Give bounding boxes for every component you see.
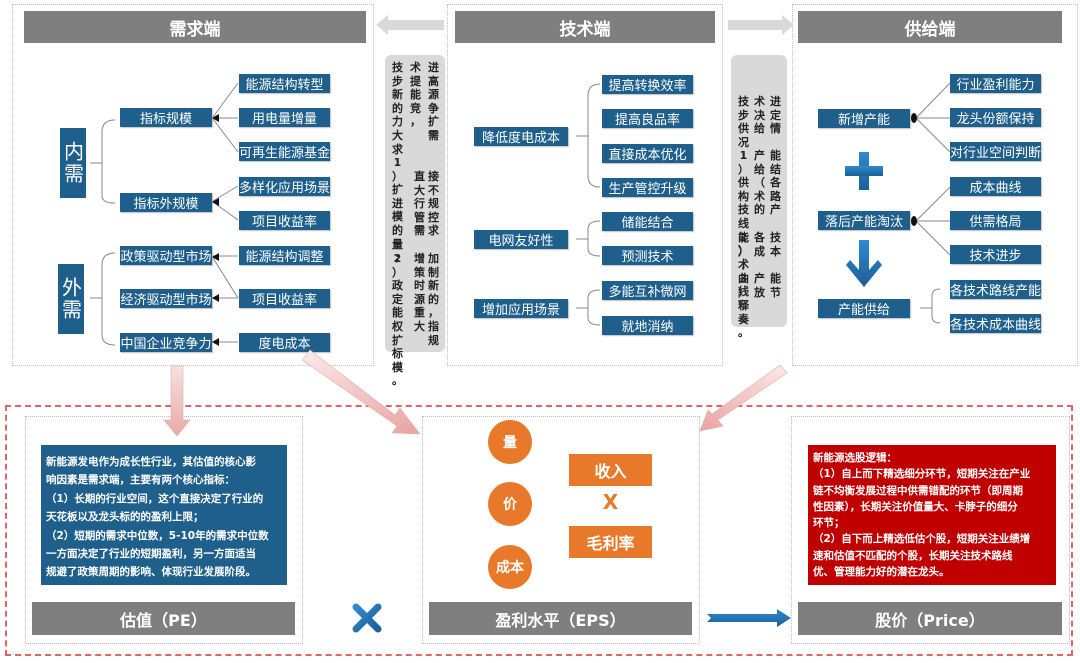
note-column: 术提能竞， [410, 61, 421, 129]
item-yield-rate: 提高良品率 [602, 109, 693, 128]
valuation-line: 新能源发电作为成长性行业，其估值的核心影 [46, 456, 256, 468]
multiply-icon [352, 603, 382, 633]
price-line: 新能源选股逻辑： [813, 452, 897, 464]
node-capacity-supply: 产能供给 [818, 299, 910, 318]
revenue-box: 收入 [569, 454, 652, 486]
bottom-dashed-frame [5, 405, 1073, 656]
arrow-supply-to-eps-icon [699, 364, 788, 432]
tech-to-supply-note: 进定情术决给技步供况: 能结各路产产给（术的 1）供构技线能）; 技本各成 2）术曲线;… [731, 55, 787, 339]
valuation-line: 一方面决定了行业的短期盈利，另一方面适当 [46, 548, 256, 561]
factor-lcoe: 度电成本 [239, 333, 330, 352]
note-column: 术决给 [754, 95, 765, 136]
factor-tech-progress: 技术进步 [950, 245, 1041, 264]
factor-project-return: 项目收益率 [239, 211, 330, 230]
valuation-description: 新能源发电作为成长性行业，其估值的核心影 响因素是需求端，主要有两个核心指标： … [41, 445, 287, 585]
price-footer: 股价（Price） [798, 602, 1062, 635]
arrow-right-blue-icon [707, 609, 791, 627]
factor-route-cost-curve: 各技术成本曲线 [950, 314, 1041, 333]
price-line: 性因素），长期关注价值量大、卡脖子的细分 [813, 500, 1018, 513]
note-column: 2）术曲线; [738, 231, 749, 312]
item-storage: 储能结合 [602, 212, 693, 231]
price-line: （2）自下而上精选低估个股，短期关注业绩增 [813, 533, 1031, 546]
factor-leader-share: 龙头份额保持 [950, 108, 1041, 127]
internal-demand-label: 内需 [60, 128, 86, 198]
factor-supply-demand: 供需格局 [950, 211, 1041, 230]
factor-industry-space: 对行业空间判断 [950, 142, 1041, 161]
price-line: 链不均衡发展过程中供需错配的环节（即周期 [813, 484, 1023, 497]
item-forecasting: 预测技术 [602, 246, 693, 265]
external-demand-label: 外需 [58, 264, 84, 334]
note-column: 技本 [770, 231, 781, 258]
item-local-consumption: 就地消纳 [602, 316, 693, 335]
gross-margin-box: 毛利率 [569, 526, 652, 558]
eps-footer: 盈利水平（EPS） [429, 602, 692, 635]
valuation-footer: 估值（PE） [32, 602, 295, 635]
factor-route-capacity: 各技术路线产能 [950, 280, 1041, 299]
price-line: （1）自上而下精选细分环节，短期关注在产业 [813, 468, 1031, 481]
note-column: 接不规控求 [428, 170, 439, 238]
note-column: 各成 [754, 231, 765, 258]
circle-volume: 量 [488, 420, 532, 464]
note-column: 增策时源重大 [414, 252, 425, 333]
node-china-competitiveness: 中国企业竞争力 [120, 333, 212, 352]
note-column: 产给（术的 [754, 149, 765, 217]
technology-header: 技术端 [455, 11, 715, 43]
note-column: 能节 [770, 272, 781, 299]
factor-power-consumption-increase: 用电量增量 [239, 108, 330, 127]
note-column: 产放 [754, 272, 765, 299]
times-symbol: X [602, 490, 619, 514]
arrow-left-icon [376, 15, 444, 35]
factor-energy-structure-transition: 能源结构转型 [239, 74, 330, 93]
price-line: 优、管理能力好的潜在龙头。 [813, 566, 950, 579]
arrow-down-icon [846, 240, 882, 287]
valuation-line: （2）短期的需求中位数，5-10年的需求中位数 [46, 529, 269, 542]
node-beyond-indicator-scale: 指标外规模 [120, 193, 212, 212]
item-conversion-efficiency: 提高转换效率 [602, 75, 693, 94]
arrow-demand-to-valuation-icon [163, 365, 191, 437]
note-column: 1）供构技线能）; [738, 149, 749, 271]
note-column: 技步供况: [738, 95, 749, 163]
item-microgrid: 多能互补微网 [602, 281, 693, 300]
node-indicator-scale: 指标规模 [120, 108, 212, 127]
supply-header: 供给端 [798, 11, 1062, 43]
circle-price: 价 [488, 482, 532, 526]
factor-cost-curve: 成本曲线 [950, 177, 1041, 196]
arrow-right-icon [728, 15, 794, 35]
factor-diverse-scenarios: 多样化应用场景 [239, 177, 330, 196]
node-policy-driven-market: 政策驱动型市场 [120, 246, 212, 265]
demand-header: 需求端 [24, 11, 366, 43]
node-new-capacity: 新增产能 [818, 109, 910, 128]
factor-project-return-external: 项目收益率 [239, 289, 330, 308]
tech-to-demand-note: 进高源争扩需术提能竞， 技步新的力大求: 接不规控求直大行管需 1）扩进模的量; 加制新… [385, 55, 445, 387]
note-column: 直大行管需 [414, 170, 425, 238]
note-column: 进定情 [770, 95, 781, 136]
plus-icon [845, 152, 883, 190]
node-reduce-lcoe: 降低度电成本 [474, 127, 568, 146]
valuation-line: 天花板以及龙头标的的盈利上限； [46, 511, 204, 524]
circle-cost: 成本 [488, 545, 532, 589]
factor-energy-structure-adjustment: 能源结构调整 [239, 246, 330, 265]
note-column: 进高源争扩需 [428, 61, 439, 142]
arrow-demand-to-eps-icon [301, 349, 421, 435]
node-obsolete-capacity: 落后产能淘汰 [818, 211, 910, 230]
note-column: 3）释奏。 [738, 272, 749, 340]
node-more-scenarios: 增加应用场景 [474, 299, 568, 318]
note-column: 1）扩进模的量; [392, 156, 403, 265]
node-economy-driven-market: 经济驱动型市场 [120, 289, 212, 308]
factor-industry-profitability: 行业盈利能力 [950, 74, 1041, 93]
price-line: 环节； [813, 517, 845, 530]
valuation-line: 规避了政策周期的影响、体现行业发展阶段。 [46, 566, 256, 579]
note-column: 技步新的力大求: [392, 61, 403, 170]
valuation-line: （1）长期的行业空间，这个直接决定了行业的 [46, 492, 264, 505]
valuation-line: 响因素是需求端，主要有两个核心指标： [46, 474, 235, 487]
item-production-control: 生产管控升级 [602, 178, 693, 197]
note-column: 加制新的，指规 [428, 252, 439, 347]
item-direct-cost: 直接成本优化 [602, 144, 693, 163]
price-description: 新能源选股逻辑： （1）自上而下精选细分环节，短期关注在产业 链不均衡发展过程中… [808, 445, 1056, 585]
note-column: 2）政定能权扩标模。 [392, 252, 403, 388]
note-column: 能结各路产 [770, 149, 781, 217]
price-line: 速和估值不匹配的个股，长期关注技术路线 [813, 549, 1013, 562]
factor-renewable-fund: 可再生能源基金 [239, 142, 330, 161]
node-grid-friendliness: 电网友好性 [474, 230, 568, 249]
